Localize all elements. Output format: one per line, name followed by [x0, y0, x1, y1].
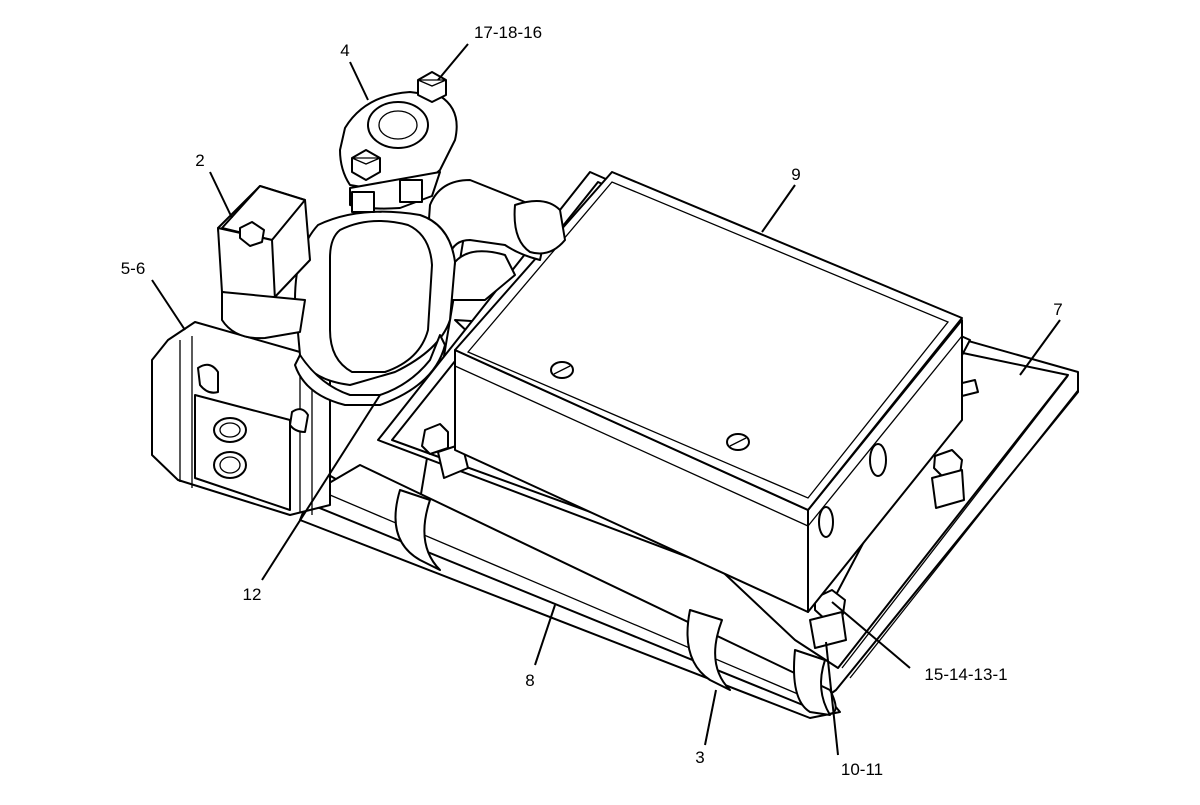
callout-17-18-16: 17-18-16 — [474, 23, 542, 42]
tray-bolt-front — [809, 589, 847, 649]
electrical-box — [454, 171, 963, 613]
pipe-connection — [424, 179, 566, 301]
lid-screw-2 — [726, 433, 750, 451]
leader-3 — [704, 689, 717, 746]
leader-12 — [261, 394, 381, 581]
leader-7 — [1019, 319, 1061, 376]
callout-3: 3 — [695, 748, 704, 767]
housing-plug-1 — [213, 417, 247, 443]
callout-7: 7 — [1053, 300, 1062, 319]
leader-5-6 — [151, 279, 186, 331]
pump-housing — [151, 321, 331, 516]
inlet-flange — [339, 71, 458, 213]
leader-9 — [761, 184, 796, 233]
solenoid-coil — [217, 185, 311, 340]
leader-10-11 — [825, 641, 839, 756]
callout-2: 2 — [195, 151, 204, 170]
callout-9: 9 — [791, 165, 800, 184]
callout-10-11: 10-11 — [841, 760, 883, 779]
callout-15-14-13-1: 15-14-13-1 — [924, 665, 1007, 684]
leader-8 — [534, 604, 556, 666]
flange-bolt-bottom — [351, 149, 381, 181]
callout-4: 4 — [340, 41, 349, 60]
leader-4 — [349, 61, 369, 101]
leader-2 — [209, 171, 233, 219]
callout-labels: 4 17-18-16 2 5-6 9 7 12 8 15-14-13-1 3 1… — [121, 23, 1063, 779]
leader-lines — [151, 43, 1061, 756]
lid-screw-1 — [550, 361, 574, 379]
callout-5-6: 5-6 — [121, 259, 146, 278]
callout-8: 8 — [525, 671, 534, 690]
tray-bolt-right — [931, 449, 965, 509]
valve-body — [294, 210, 456, 406]
housing-plug-2 — [213, 451, 247, 479]
callout-12: 12 — [243, 585, 262, 604]
leader-15-14-13-1 — [831, 601, 911, 669]
leader-17-18-16 — [437, 43, 469, 81]
